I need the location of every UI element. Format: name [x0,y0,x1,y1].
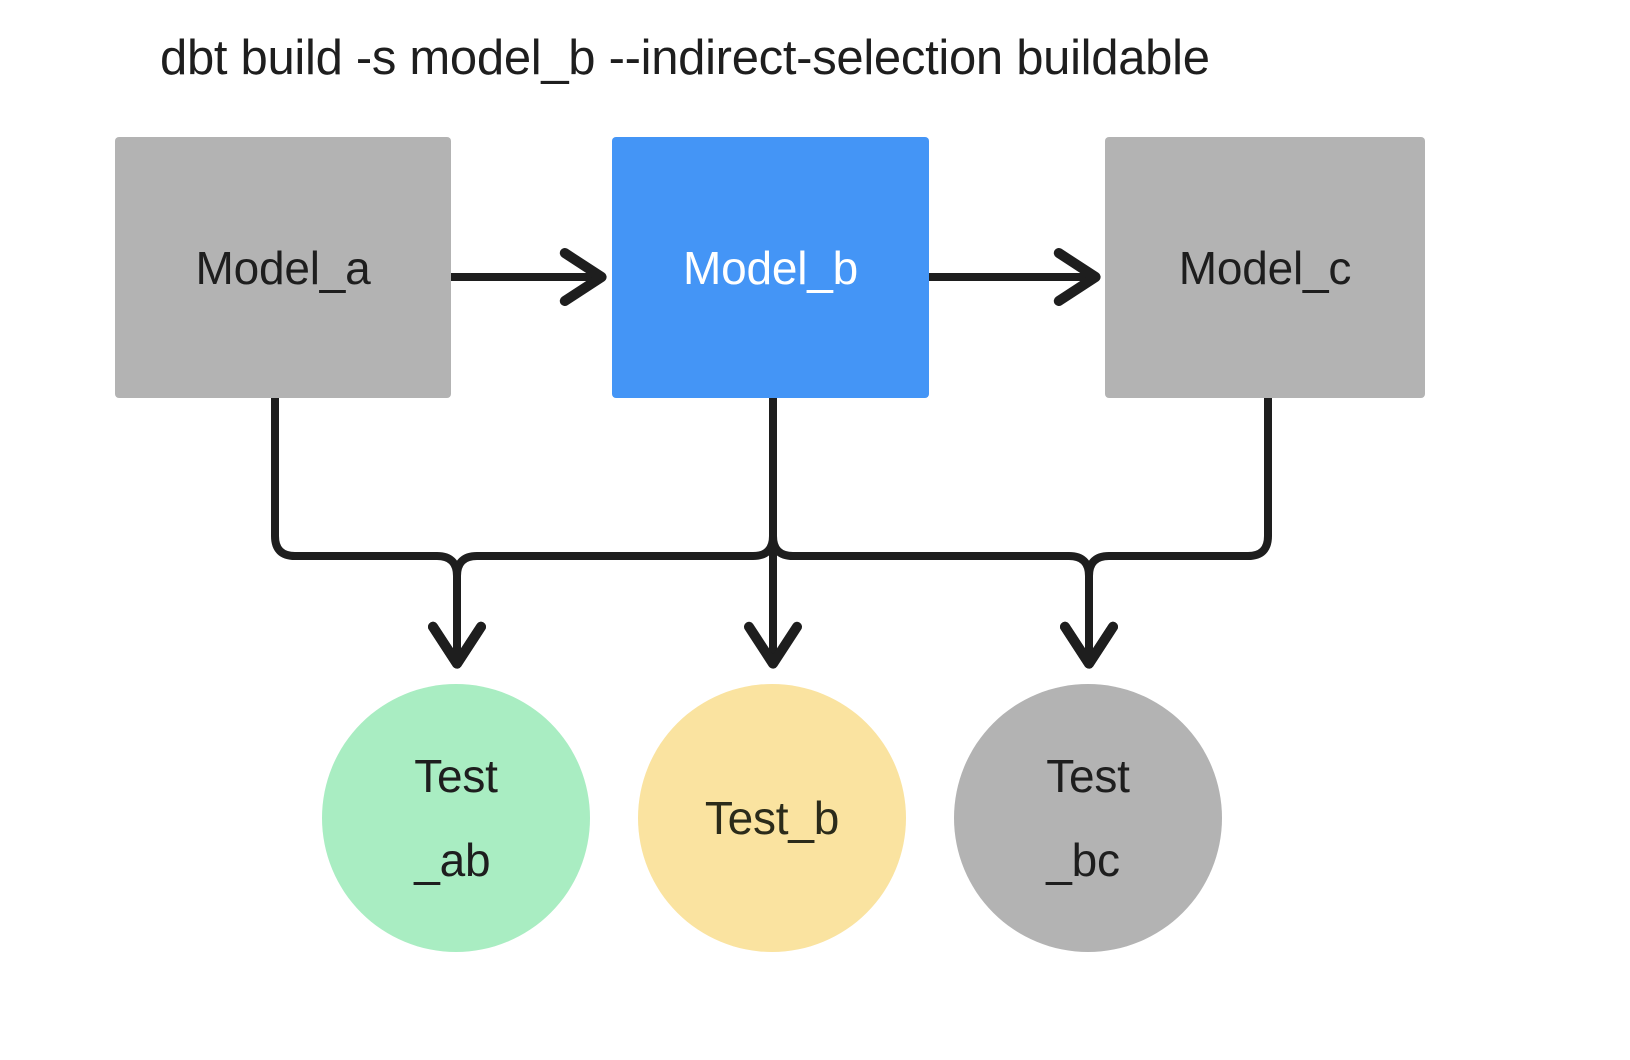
node-model-a-label: Model_a [195,241,371,294]
node-model-b[interactable]: Model_b [612,137,929,398]
edge-model-a-to-test-ab [271,398,486,669]
node-test-b-label: Test_b [704,792,840,844]
edge-model-b-to-test-bc [769,398,1118,669]
node-model-c[interactable]: Model_c [1105,137,1425,398]
node-model-b-label: Model_b [682,241,859,294]
node-test-bc-label: Test _bc [1046,750,1130,886]
node-model-c-label: Model_c [1178,241,1352,294]
edge-model-c-to-test-bc [1060,398,1272,669]
edge-model-b-to-test-ab [428,398,777,669]
node-test-b[interactable]: Test_b [638,684,906,952]
node-test-bc[interactable]: Test _bc [954,684,1222,952]
node-model-a[interactable]: Model_a [115,137,451,398]
node-test-ab-label: Test _ab [414,750,498,886]
node-test-ab[interactable]: Test _ab [322,684,590,952]
diagram-title: dbt build -s model_b --indirect-selectio… [160,31,1210,85]
